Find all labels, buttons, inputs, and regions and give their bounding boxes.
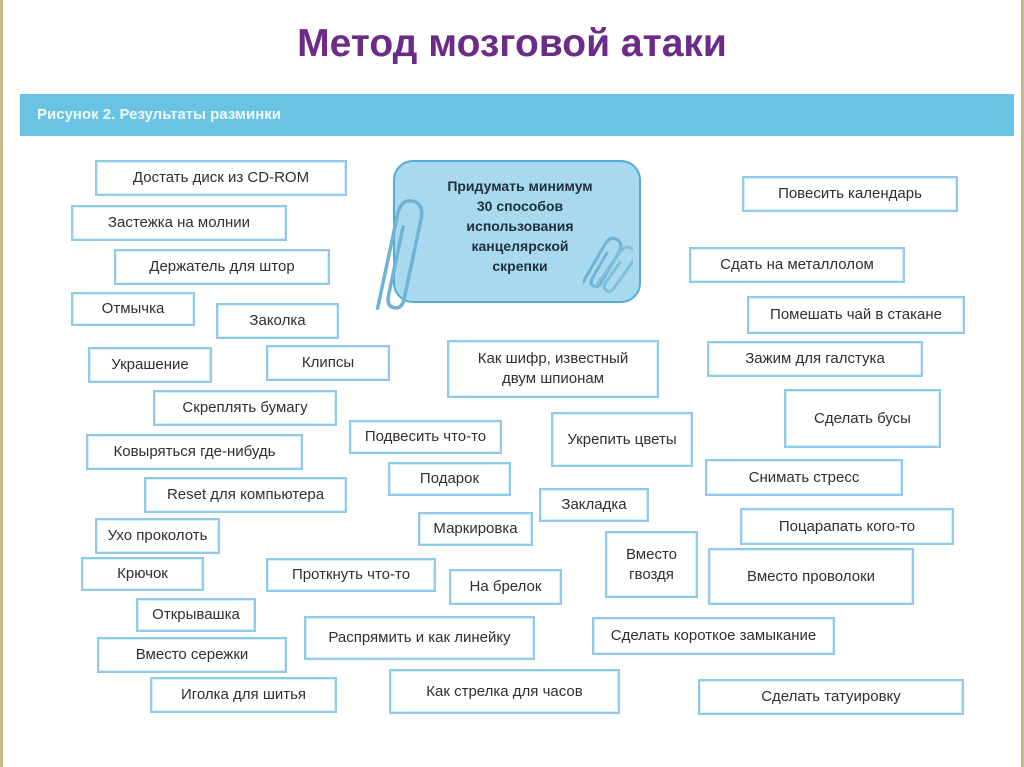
idea-card: Reset для компьютера [144,477,347,513]
paperclip-icon [583,236,633,294]
idea-card: Повесить календарь [742,176,958,212]
idea-card: Вместо гвоздя [605,531,698,598]
idea-card: Проткнуть что-то [266,558,436,592]
idea-card: Вместо проволоки [708,548,914,605]
idea-card: Достать диск из CD-ROM [95,160,347,196]
idea-card: Поцарапать кого-то [740,508,954,545]
idea-card: Сдать на металлолом [689,247,905,283]
idea-card: Открывашка [136,598,256,632]
idea-card: Зажим для галстука [707,341,923,377]
idea-card: Застежка на молнии [71,205,287,241]
idea-card: Крючок [81,557,204,591]
idea-card: Ухо проколоть [95,518,220,554]
idea-card: На брелок [449,569,562,605]
idea-card: Подарок [388,462,511,496]
idea-card: Закладка [539,488,649,522]
idea-card: Клипсы [266,345,390,381]
figure-caption: Рисунок 2. Результаты разминки [37,106,282,123]
figure-caption-bar: Рисунок 2. Результаты разминки [20,94,1014,136]
idea-card: Укрепить цветы [551,412,693,467]
idea-card: Иголка для шитья [150,677,337,713]
idea-card: Снимать стресс [705,459,903,496]
idea-card: Заколка [216,303,339,339]
idea-card: Скреплять бумагу [153,390,337,426]
idea-card: Маркировка [418,512,533,546]
idea-card: Сделать короткое замыкание [592,617,835,655]
idea-card: Как шифр, известный двум шпионам [447,340,659,398]
idea-card: Подвесить что-то [349,420,502,454]
central-task-text: Придумать минимум 30 способов использова… [447,178,593,274]
idea-card: Сделать бусы [784,389,941,448]
idea-card: Помешать чай в стакане [747,296,965,334]
slide-title: Метод мозговой атаки [297,22,727,65]
central-task-box: Придумать минимум 30 способов использова… [375,160,641,311]
idea-card: Вместо сережки [97,637,287,673]
idea-card: Сделать татуировку [698,679,964,715]
paperclip-icon [375,199,424,311]
idea-card: Ковыряться где-нибудь [86,434,303,470]
idea-card: Распрямить и как линейку [304,616,535,660]
idea-card: Отмычка [71,292,195,326]
idea-card: Держатель для штор [114,249,330,285]
idea-card: Как стрелка для часов [389,669,620,714]
idea-card: Украшение [88,347,212,383]
